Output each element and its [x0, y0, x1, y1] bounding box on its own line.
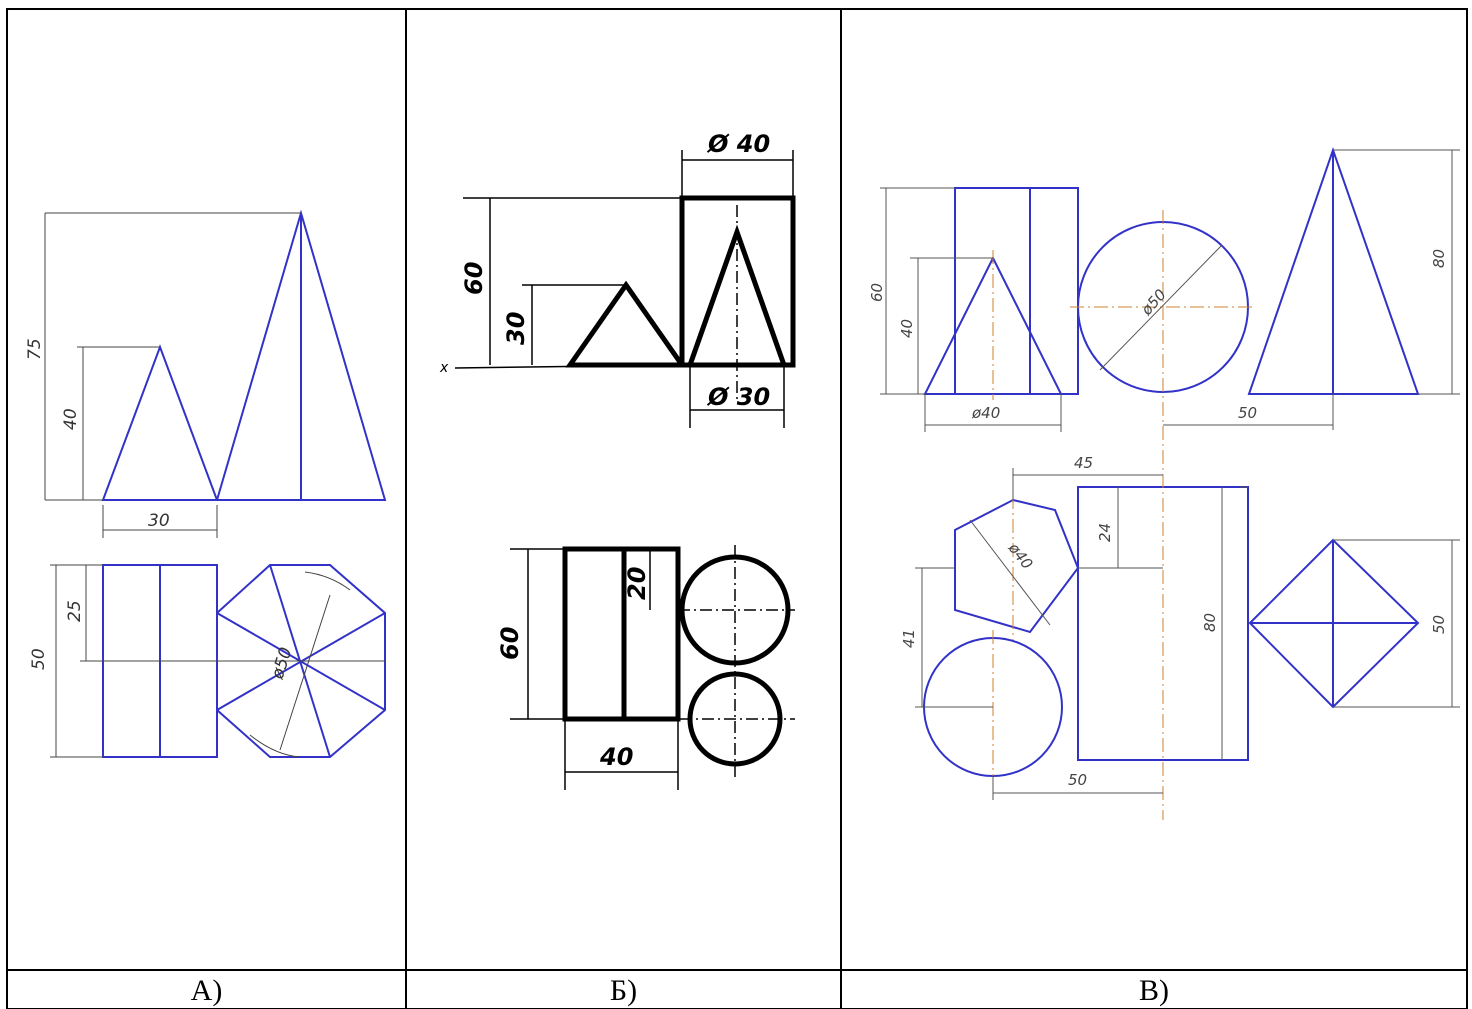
- small-cone-front: [101, 344, 219, 501]
- table-frame: [6, 8, 1468, 1009]
- axis-x: x: [439, 360, 449, 376]
- caption-b: Б): [609, 974, 638, 1007]
- dim-40: 40: [898, 319, 916, 338]
- panel-b-dim-lines: [454, 150, 795, 790]
- dim-41: 41: [900, 629, 918, 648]
- dim-80: 80: [1430, 249, 1448, 268]
- dim-30: 30: [502, 312, 530, 345]
- panel-b-drawing: Ø 40 60 30 Ø 30 x 60 20 40: [439, 130, 796, 790]
- dim-40: 40: [599, 743, 633, 771]
- prism-front: [954, 187, 1079, 395]
- dim-40: 40: [61, 408, 81, 430]
- panel-c-drawing: 60 40 ø40 ø50 80 50 45 24 ø40 41 80 50 5…: [868, 146, 1460, 820]
- panel-c-dim-lines: [880, 149, 1460, 800]
- dim-50-right: 50: [1430, 615, 1448, 634]
- dim-d30: Ø 30: [706, 383, 770, 411]
- panel-a-dim-lines: [44, 212, 385, 758]
- dim-50: 50: [29, 648, 49, 670]
- dim-d40: Ø 40: [706, 130, 770, 158]
- dim-60: 60: [868, 283, 886, 302]
- caption-a: А): [190, 974, 223, 1007]
- dim-20: 20: [623, 567, 651, 600]
- dim-60: 60: [460, 262, 488, 295]
- prism-front-triangle: [565, 280, 687, 368]
- dim-50: 50: [1238, 404, 1257, 422]
- dim-25: 25: [65, 600, 85, 622]
- dim-60-lower: 60: [496, 627, 524, 660]
- panel-c-shapes: [923, 146, 1420, 777]
- dim-d40-top: ø40: [1004, 539, 1036, 573]
- dim-50-bottom: 50: [1068, 771, 1087, 789]
- dim-75: 75: [25, 338, 45, 360]
- dim-45: 45: [1074, 454, 1093, 472]
- panel-a-drawing: 75 40 30 50 25 ø50: [25, 209, 387, 758]
- dim-d40: ø40: [971, 404, 1000, 422]
- panel-c-axes: [992, 210, 1255, 820]
- dim-24: 24: [1096, 523, 1114, 542]
- pentagon-top-view: [954, 498, 1080, 634]
- panel-b-shapes: [562, 195, 796, 767]
- dim-d50: ø50: [267, 645, 296, 683]
- dim-d50: ø50: [1137, 286, 1170, 320]
- caption-c: В): [1139, 974, 1169, 1007]
- dim-30: 30: [148, 511, 170, 531]
- dim-80-top: 80: [1201, 613, 1219, 632]
- panel-a-shapes: [101, 209, 387, 758]
